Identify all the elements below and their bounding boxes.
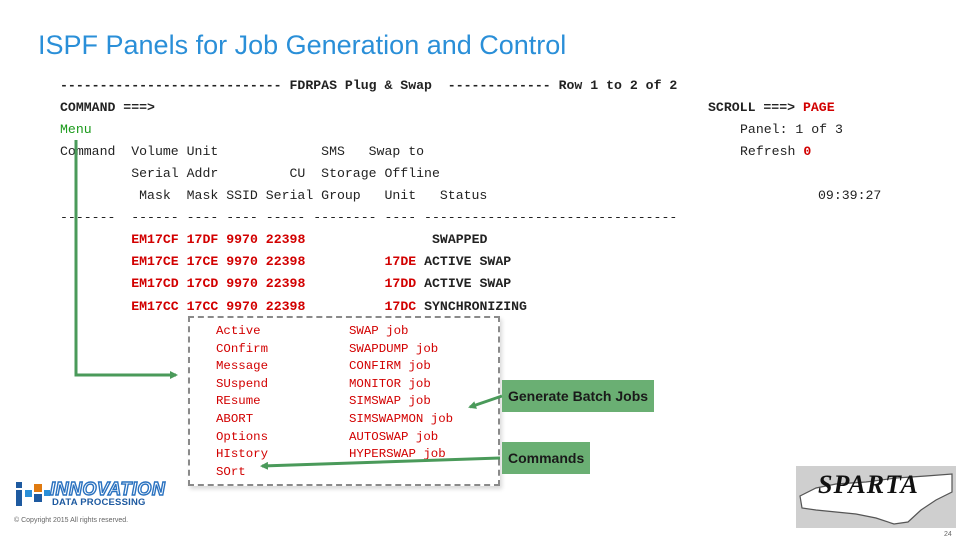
row-offline: 17DC [384,299,417,314]
sparta-logo-text: SPARTA [818,470,919,499]
slide-title: ISPF Panels for Job Generation and Contr… [38,30,567,60]
menu-item-sort[interactable]: SOrt [216,465,246,479]
column-header-line-2: Serial Addr CU Storage Offline [60,166,440,181]
menu-job-hyperswap[interactable]: HYPERSWAP job [349,447,446,461]
header-dashes-right: ------------- [447,78,551,93]
row-status: SYNCHRONIZING [424,299,527,314]
column-underline: ------- ------ ---- ---- ----- -------- … [60,210,678,225]
table-row[interactable]: EM17CF 17DF 9970 22398 SWAPPED [60,233,487,246]
row-volser: EM17CE [131,254,179,269]
row-unit: 17CC [186,299,219,314]
panel-header-line: ---------------------------- FDRPAS Plug… [60,79,677,92]
menu-job-simswap[interactable]: SIMSWAP job [349,394,431,408]
row-offline: 17DE [384,254,417,269]
innovation-logo-subtext: DATA PROCESSING [52,497,146,508]
row-volser: EM17CC [131,299,179,314]
menu-item-suspend[interactable]: SUspend [216,377,269,391]
generate-batch-jobs-callout: Generate Batch Jobs [502,380,655,412]
panel-time: 09:39:27 [818,188,882,203]
row-ssid: 9970 [226,232,258,247]
menu-item-abort[interactable]: ABORT [216,412,254,426]
row-unit: 17CE [186,254,219,269]
page-number: 24 [944,531,952,538]
generate-jobs-arrow [468,394,503,409]
state-map-icon [799,473,953,525]
row-serial: 22398 [265,276,306,291]
row-unit: 17DF [186,232,219,247]
row-unit: 17CD [186,276,219,291]
panel-info: Panel: 1 of 3 [740,122,843,137]
scroll-label: SCROLL ===> [708,100,796,115]
row-status: ACTIVE SWAP [424,276,512,291]
table-row[interactable]: EM17CC 17CC 9970 22398 17DC SYNCHRONIZIN… [60,300,527,313]
refresh-value[interactable]: 0 [803,144,812,159]
menu-job-monitor[interactable]: MONITOR job [349,377,431,391]
panel-name: FDRPAS Plug & Swap [289,78,432,93]
menu-job-swap[interactable]: SWAP job [349,324,409,338]
row-ssid: 9970 [226,276,258,291]
column-header-line-3: Mask Mask SSID Serial Group Unit Status [60,188,488,203]
menu-job-simswapmon[interactable]: SIMSWAPMON job [349,412,454,426]
row-ssid: 9970 [226,254,258,269]
row-offline: 17DD [384,276,417,291]
copyright-notice: © Copyright 2015 All rights reserved. [14,517,129,524]
menu-job-autoswap[interactable]: AUTOSWAP job [349,430,439,444]
refresh-label: Refresh [740,144,796,159]
menu-item-message[interactable]: Message [216,359,269,373]
command-menu-popup: Active COnfirm Message SUspend REsume AB… [188,316,500,486]
menu-job-swapdump[interactable]: SWAPDUMP job [349,342,439,356]
innovation-logo-icon [16,482,50,506]
sparta-logo [796,466,956,528]
menu-item-options[interactable]: Options [216,430,269,444]
innovation-logo-text: INNOVATION [49,478,166,499]
column-header-line-1: Command Volume Unit SMS Swap to [60,144,425,159]
row-volser: EM17CD [131,276,179,291]
header-dashes-left: ---------------------------- [60,78,282,93]
scroll-field[interactable]: SCROLL ===> PAGE [708,101,835,114]
commands-callout: Commands [502,442,591,474]
refresh-field[interactable]: Refresh 0 [740,145,811,158]
menu-item-resume[interactable]: REsume [216,394,261,408]
commands-arrow [260,456,501,470]
row-volser: EM17CF [131,232,179,247]
menu-action[interactable]: Menu [60,122,92,137]
table-row[interactable]: EM17CD 17CD 9970 22398 17DD ACTIVE SWAP [60,277,511,290]
row-info: Row 1 to 2 of 2 [558,78,678,93]
row-status: ACTIVE SWAP [424,254,512,269]
scroll-value[interactable]: PAGE [802,100,835,115]
table-row[interactable]: EM17CE 17CE 9970 22398 17DE ACTIVE SWAP [60,255,511,268]
row-ssid: 9970 [226,299,258,314]
row-serial: 22398 [265,232,306,247]
row-serial: 22398 [265,299,306,314]
menu-item-active[interactable]: Active [216,324,261,338]
row-status: SWAPPED [432,232,488,247]
command-label[interactable]: COMMAND ===> [60,100,155,115]
menu-item-history[interactable]: HIstory [216,447,269,461]
menu-job-confirm[interactable]: CONFIRM job [349,359,431,373]
menu-item-confirm[interactable]: COnfirm [216,342,269,356]
row-serial: 22398 [265,254,306,269]
menu-arrow [74,140,178,379]
